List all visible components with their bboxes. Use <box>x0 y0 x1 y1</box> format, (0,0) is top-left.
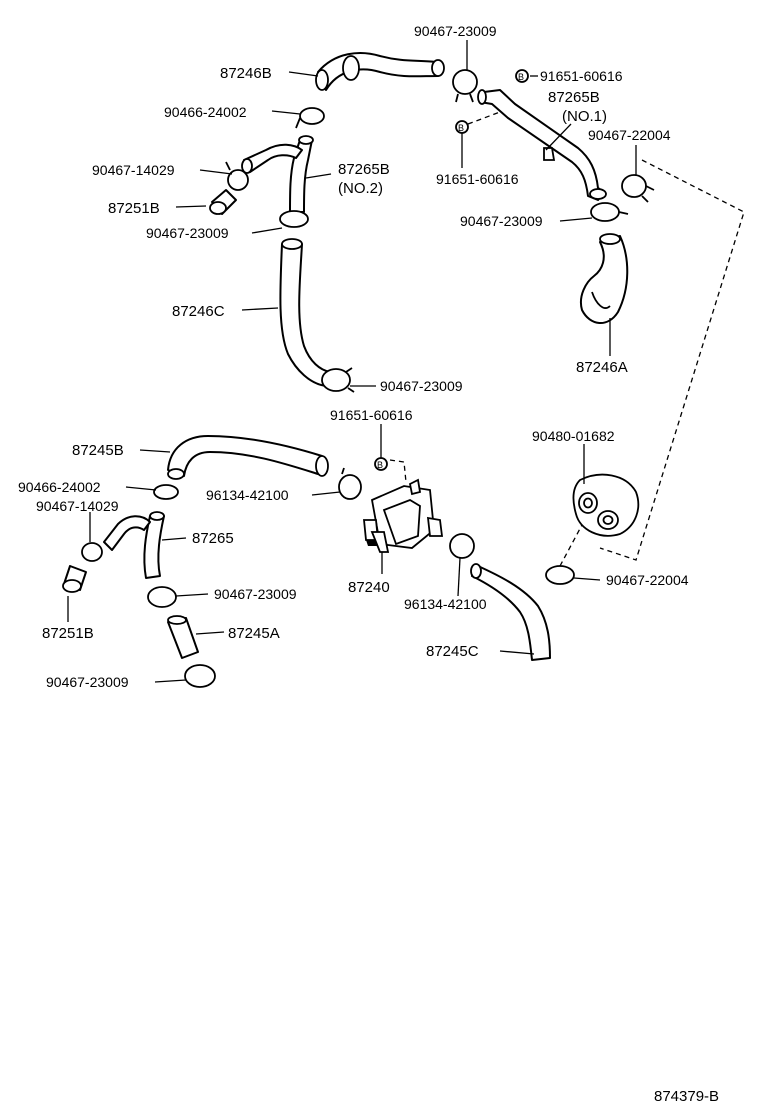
label-90467-23009-right: 90467-23009 <box>460 213 543 229</box>
label-96134-42100-right: 96134-42100 <box>404 596 487 612</box>
label-87251B-bot: 87251B <box>42 625 94 642</box>
bolt-marker-text: B <box>377 460 383 470</box>
clamp-90467-22004-bot <box>545 565 575 585</box>
grommet-90480-01682 <box>572 473 640 537</box>
label-90467-14029-top: 90467-14029 <box>92 162 175 178</box>
clamp-90467-14029-bot <box>81 542 103 562</box>
label-87265: 87265 <box>192 530 234 547</box>
diagram-id: 874379-B <box>654 1088 719 1105</box>
label-90467-23009-bot1: 90467-23009 <box>214 586 297 602</box>
label-87246C: 87246C <box>172 303 225 320</box>
clamp-90467-23009-bot1 <box>147 586 177 608</box>
label-no2: (NO.2) <box>338 180 383 197</box>
clamp-90467-14029-top <box>227 169 249 191</box>
pipe-87265 <box>143 515 165 579</box>
label-87265B-no2: 87265B <box>338 161 390 178</box>
hose-87246B <box>317 52 439 91</box>
clamp-96134-42100-left <box>338 474 362 500</box>
label-90467-22004-top: 90467-22004 <box>588 127 671 143</box>
leader-lines <box>67 40 637 683</box>
label-90467-23009-top: 90467-23009 <box>414 23 497 39</box>
label-no1: (NO.1) <box>562 108 607 125</box>
label-90466-24002-top: 90466-24002 <box>164 104 247 120</box>
bolt-marker-text: B <box>518 72 524 82</box>
bolt-marker-text: B <box>458 123 464 133</box>
hose-end <box>315 69 329 91</box>
label-90466-24002-bot: 90466-24002 <box>18 479 101 495</box>
bolt-marker-top <box>515 69 529 83</box>
label-96134-42100-left: 96134-42100 <box>206 487 289 503</box>
hose-87245B <box>167 435 323 477</box>
label-87246A: 87246A <box>576 359 628 376</box>
hose-end <box>431 59 445 77</box>
clamp-96134-42100-right <box>449 533 475 559</box>
hose-87245C <box>471 565 551 661</box>
hose-87246A <box>580 235 629 324</box>
label-90467-23009-lower: 90467-23009 <box>380 378 463 394</box>
clamp-90466-24002-top <box>299 107 325 125</box>
clamp-90467-23009-top-right <box>452 69 478 95</box>
pipe-elbow-upper <box>243 143 303 173</box>
label-87265B-no1: 87265B <box>548 89 600 106</box>
label-91651-60616-top: 91651-60616 <box>540 68 623 84</box>
water-valve-87240 <box>363 478 444 553</box>
label-91651-60616-valve: 91651-60616 <box>330 407 413 423</box>
clamp-90467-22004-top <box>621 174 647 198</box>
label-87246B: 87246B <box>220 65 272 82</box>
dashed-connection-outline <box>599 159 745 561</box>
label-90467-14029-bot: 90467-14029 <box>36 498 119 514</box>
label-90467-22004-bot: 90467-22004 <box>606 572 689 588</box>
clamp-90466-24002-bot <box>153 484 179 500</box>
pipe-87265B-no1 <box>479 89 605 201</box>
clamp-90467-23009-right <box>590 202 620 222</box>
label-87251B-top: 87251B <box>108 200 160 217</box>
clamp-90467-23009-bot2 <box>184 664 216 688</box>
label-90467-23009-left: 90467-23009 <box>146 225 229 241</box>
pipe-elbow-lower <box>103 515 151 551</box>
clamp-90467-23009-lower <box>321 368 351 392</box>
label-91651-60616-mid: 91651-60616 <box>436 171 519 187</box>
label-87245A: 87245A <box>228 625 280 642</box>
clamp-90467-23009-top <box>342 55 360 81</box>
label-87240: 87240 <box>348 579 390 596</box>
label-90480-01682: 90480-01682 <box>532 428 615 444</box>
part-labels: 87246B 90467-23009 91651-60616 87265B (N… <box>18 23 689 690</box>
clamp-90467-23009-left <box>279 210 309 228</box>
label-87245C: 87245C <box>426 643 479 660</box>
label-90467-23009-bot2: 90467-23009 <box>46 674 129 690</box>
label-87245B: 87245B <box>72 442 124 459</box>
hose-87246C <box>279 243 331 387</box>
